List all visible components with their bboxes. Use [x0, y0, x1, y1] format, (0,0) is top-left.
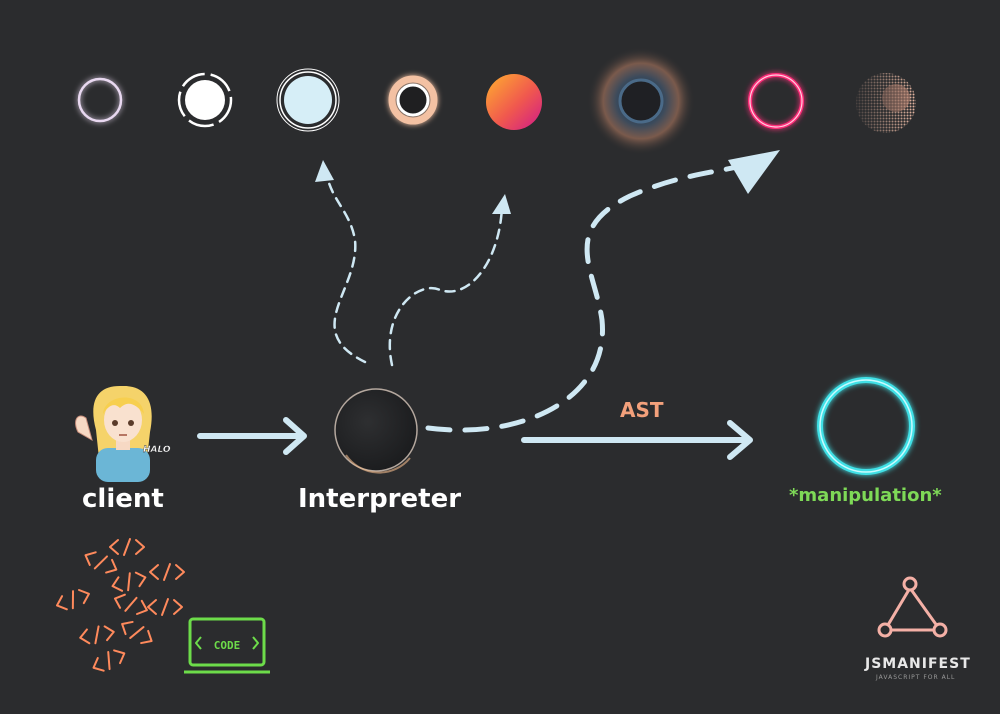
dashed-arrows — [315, 150, 780, 433]
avatar-eye-right — [128, 420, 134, 426]
brand-tagline: JAVASCRIPT FOR ALL — [876, 674, 956, 681]
avatar-halo-badge: HALO — [143, 445, 171, 455]
interpreter-label: Interpreter — [298, 484, 462, 514]
ring-white-segmented — [177, 72, 233, 128]
ring-sunset-gradient — [486, 74, 542, 130]
brand-name: JSMANIFEST — [865, 656, 971, 672]
manipulation-node — [817, 377, 915, 475]
code-tag-icon — [92, 649, 126, 672]
dashed-arrow-1 — [324, 168, 367, 364]
arrow-interpreter-to-manipulation — [521, 420, 753, 460]
flow-arrows — [197, 417, 753, 460]
interpreter-node — [334, 388, 418, 474]
client-label: client — [82, 484, 164, 514]
ast-label: AST — [620, 398, 664, 422]
code-tag-icon — [111, 571, 147, 592]
manipulation-label: *manipulation* — [789, 485, 942, 506]
ring-pale-blue-double — [276, 68, 340, 132]
code-tag-icon — [55, 589, 90, 611]
laptop-code-icon: CODE — [184, 617, 270, 674]
avatar-face — [104, 398, 142, 442]
code-tag-icon — [149, 563, 185, 581]
dashed-arrow-3-head — [728, 150, 780, 194]
code-tag-icon — [147, 598, 183, 616]
code-tag-icon — [84, 551, 118, 574]
avatar-bangs — [103, 397, 144, 414]
ring-style-row — [77, 47, 916, 155]
dashed-arrow-1-head — [315, 160, 334, 182]
code-symbols-cluster — [55, 538, 185, 672]
ring-lavender — [77, 77, 123, 123]
ring-copper-glow — [388, 75, 438, 125]
dashed-arrow-2-head — [492, 194, 511, 214]
jsmanifest-logo — [877, 576, 948, 638]
avatar-waving-hand — [75, 415, 93, 442]
code-tag-icon — [79, 625, 115, 645]
code-tag-icon — [109, 538, 145, 556]
dashed-arrow-3 — [425, 162, 748, 433]
avatar-eye-left — [112, 420, 118, 426]
avatar-neck — [116, 440, 130, 450]
client-avatar: HALO — [75, 385, 171, 482]
code-tag-icon — [121, 620, 153, 645]
arrow-client-to-interpreter — [197, 417, 307, 455]
dashed-arrow-2 — [388, 204, 504, 367]
code-tag-icon — [113, 593, 148, 615]
avatar-body — [96, 448, 150, 482]
ring-blurred-halo — [587, 47, 695, 155]
ring-neon-pink — [748, 73, 804, 129]
code-badge-text: CODE — [214, 639, 241, 652]
ring-halftone — [856, 73, 916, 133]
